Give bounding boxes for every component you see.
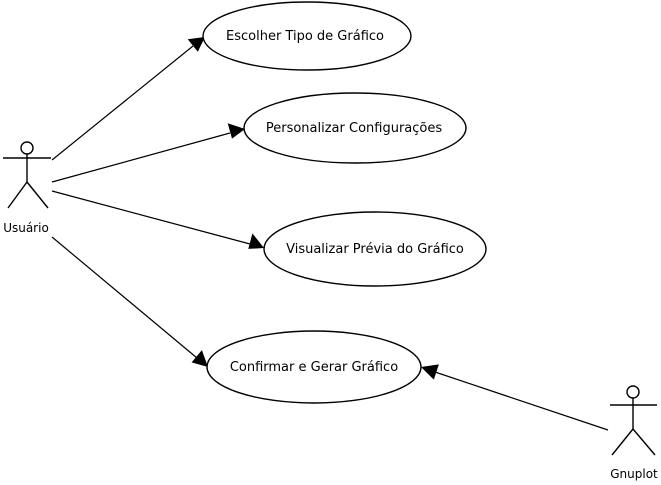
association-gnuplot-confirmar (421, 364, 609, 431)
actor-gnuplot-label: Gnuplot (610, 467, 658, 481)
association-user-escolher (51, 37, 205, 161)
association-user-personalizar (51, 123, 245, 183)
use-case-personalizar: Personalizar Configurações (243, 92, 467, 164)
actor-gnuplot: Gnuplot (610, 385, 658, 481)
association-user-visualizar (51, 190, 264, 249)
use-case-confirmar: Confirmar e Gerar Gráfico (206, 330, 422, 404)
use-case-label: Visualizar Prévia do Gráfico (286, 242, 464, 257)
use-case-label: Escolher Tipo de Gráfico (226, 29, 384, 44)
use-case-label: Confirmar e Gerar Gráfico (230, 360, 398, 375)
actor-usuario-label: Usuário (3, 221, 49, 235)
use-case-label: Personalizar Configurações (266, 121, 443, 136)
use-case-visualizar: Visualizar Prévia do Gráfico (263, 211, 487, 287)
association-user-confirmar (51, 236, 208, 367)
use-case-escolher-tipo: Escolher Tipo de Gráfico (202, 1, 412, 71)
actor-usuario: Usuário (3, 141, 51, 235)
